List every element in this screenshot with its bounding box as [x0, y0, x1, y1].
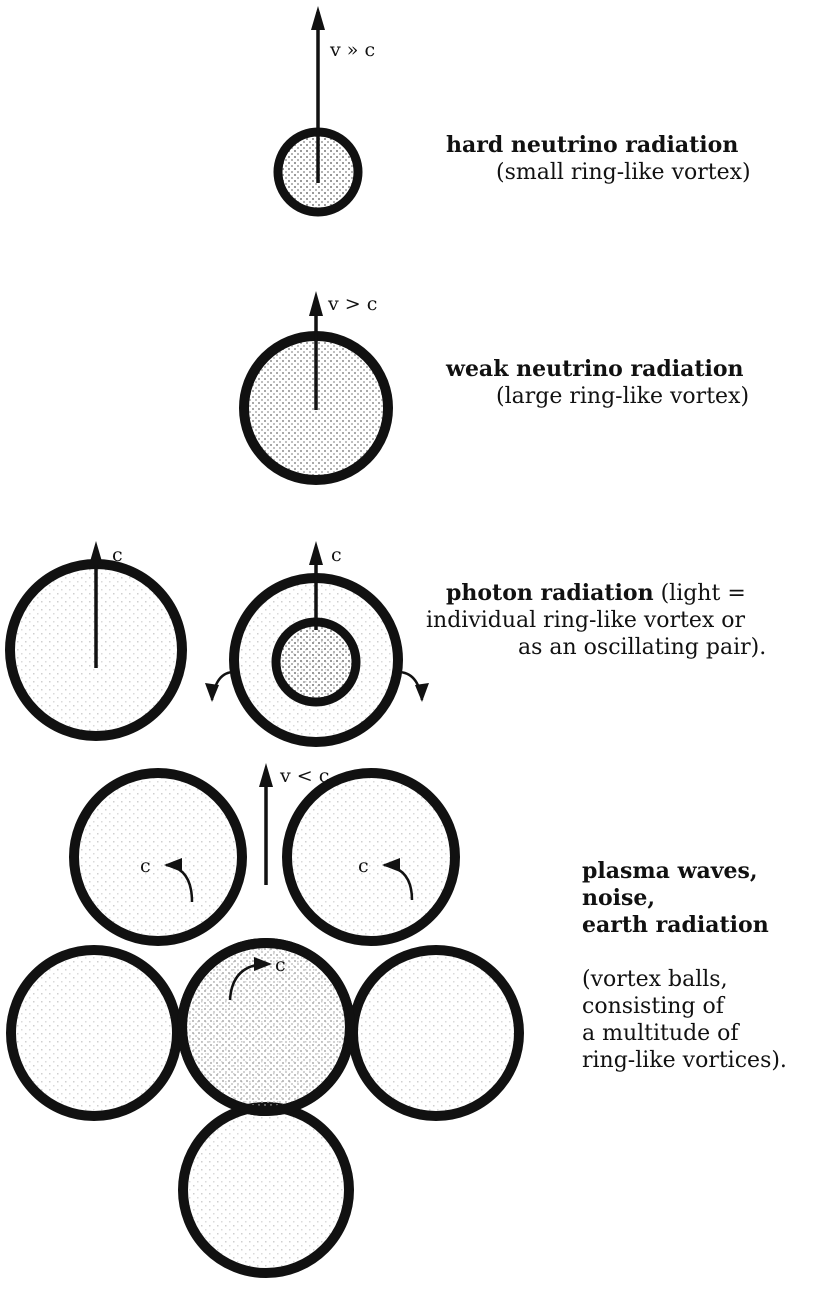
ball-left-c-label: c: [140, 855, 151, 877]
ball-fill-lower-left: [11, 950, 177, 1116]
weak-neutrino-vortex: v > c: [239, 291, 393, 485]
rotation-arrowhead-left-icon: [205, 683, 219, 702]
vortex-ball-velocity-label: v < c: [279, 765, 329, 787]
ball-ring-lower-left: [6, 945, 182, 1121]
photon-pair-inner-fill: [276, 622, 356, 702]
photon-caption-line3-wrap: as an oscillating pair).: [518, 634, 766, 661]
photon-pair-vortex: c: [205, 541, 429, 747]
photon-title: photon radiation: [446, 580, 654, 606]
plasma-note-line2: consisting of: [582, 994, 724, 1019]
hard-neutrino-arrowhead: [311, 6, 325, 30]
ball-center-c-label: c: [275, 954, 286, 976]
photon-caption-rest: (light =: [653, 581, 746, 606]
plasma-note-line1: (vortex balls,: [582, 967, 728, 992]
photon-single-vortex: c: [5, 541, 187, 741]
ball-fill-lower-right: [353, 950, 519, 1116]
plasma-title-line2: noise,: [582, 885, 656, 911]
rotation-arrowhead-right-icon: [415, 683, 429, 702]
rotation-arrowhead-ball-center-icon: [254, 957, 272, 971]
weak-neutrino-arrowhead: [309, 291, 323, 316]
ball-fill-bottom-center: [183, 1107, 349, 1273]
photon-left-velocity-label: c: [112, 544, 123, 566]
ball-ring-center: [177, 938, 355, 1116]
hard-neutrino-caption: hard neutrino radiation (small ring-like…: [446, 132, 751, 186]
plasma-note-line3: a multitude of: [582, 1021, 739, 1046]
weak-neutrino-note: (large ring-like vortex): [496, 384, 750, 409]
weak-neutrino-velocity-label: v > c: [327, 293, 377, 315]
ball-fill-top-left: [74, 773, 242, 941]
plasma-title-line3: earth radiation: [582, 912, 769, 938]
plasma-note-line4: ring-like vortices).: [582, 1048, 787, 1073]
plasma-caption: plasma waves, noise, earth radiation (vo…: [582, 858, 787, 1074]
ball-fill-center: [182, 943, 350, 1111]
photon-pair-arrowhead: [309, 541, 323, 565]
photon-caption: photon radiation (light =: [446, 580, 746, 607]
photon-single-arrowhead: [89, 541, 103, 565]
hard-neutrino-velocity-label: v » c: [329, 39, 375, 61]
ball-ring-top-left: [69, 768, 247, 946]
plasma-title-line1: plasma waves,: [582, 858, 758, 884]
hard-neutrino-vortex: v » c: [273, 6, 375, 217]
photon-caption-line3: as an oscillating pair).: [518, 635, 767, 660]
ball-right-c-label: c: [358, 855, 369, 877]
photon-caption-line2: individual ring-like vortex or: [426, 608, 746, 633]
photon-caption-line2-wrap: individual ring-like vortex or: [426, 607, 745, 634]
ball-ring-top-right: [282, 768, 460, 946]
hard-neutrino-title: hard neutrino radiation: [446, 132, 739, 158]
rotation-arrowhead-ball-right-icon: [382, 858, 400, 872]
vortex-ball-arrowhead: [259, 763, 273, 787]
weak-neutrino-title: weak neutrino radiation: [446, 356, 744, 382]
hard-neutrino-note: (small ring-like vortex): [496, 160, 751, 185]
vortex-ball: v < c c c c: [6, 763, 524, 1278]
rotation-arrowhead-ball-left-icon: [164, 858, 182, 872]
weak-neutrino-caption: weak neutrino radiation (large ring-like…: [446, 356, 749, 410]
photon-right-velocity-label: c: [331, 544, 342, 566]
